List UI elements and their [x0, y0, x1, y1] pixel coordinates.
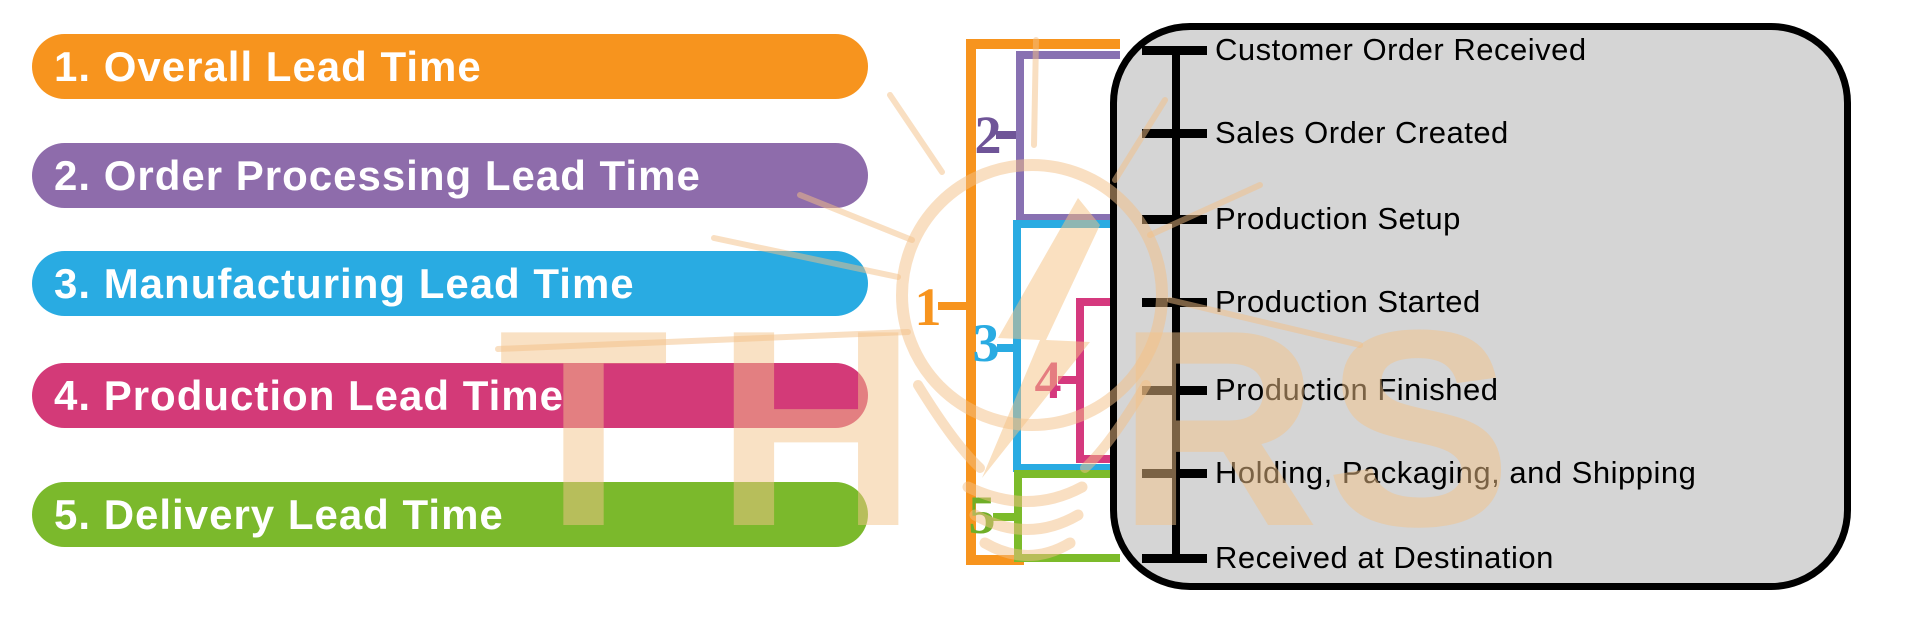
milestone-label: Production Started	[1215, 284, 1481, 319]
timeline-tick	[1142, 297, 1207, 307]
timeline-tick	[1142, 553, 1207, 563]
bracket-number-5: 5	[968, 485, 996, 545]
pill-delivery-lead-time: 5. Delivery Lead Time	[32, 482, 868, 547]
pill-label: 2. Order Processing Lead Time	[54, 152, 701, 199]
bracket-2-dash	[996, 131, 1016, 139]
timeline-tick	[1142, 385, 1207, 395]
bracket-1-dash	[938, 302, 966, 310]
timeline-tick	[1142, 468, 1207, 478]
pill-label: 1. Overall Lead Time	[54, 43, 482, 90]
timeline-tick	[1142, 214, 1207, 224]
milestone-label: Production Finished	[1215, 372, 1499, 407]
pill-label: 5. Delivery Lead Time	[54, 491, 504, 538]
milestone-label: Production Setup	[1215, 201, 1461, 236]
milestone-label: Customer Order Received	[1215, 32, 1587, 67]
pill-production-lead-time: 4. Production Lead Time	[32, 363, 868, 428]
milestone-label: Sales Order Created	[1215, 115, 1509, 150]
pill-label: 4. Production Lead Time	[54, 372, 564, 419]
pill-label: 3. Manufacturing Lead Time	[54, 260, 635, 307]
pill-overall-lead-time: 1. Overall Lead Time	[32, 34, 868, 99]
pill-manufacturing-lead-time: 3. Manufacturing Lead Time	[32, 251, 868, 316]
timeline-tick	[1142, 45, 1207, 55]
bracket-number-1: 1	[914, 277, 942, 337]
milestone-label: Received at Destination	[1215, 540, 1554, 575]
bracket-5-dash	[993, 513, 1014, 521]
pill-order-processing-lead-time: 2. Order Processing Lead Time	[32, 143, 868, 208]
bracket-number-4: 4	[1034, 350, 1062, 410]
bracket-order-processing	[1016, 51, 1120, 222]
bracket-number-2: 2	[974, 105, 1002, 165]
milestone-label: Holding, Packaging, and Shipping	[1215, 455, 1697, 490]
bracket-delivery	[1014, 470, 1120, 562]
bracket-number-3: 3	[972, 313, 1000, 373]
timeline-tick	[1142, 128, 1207, 138]
